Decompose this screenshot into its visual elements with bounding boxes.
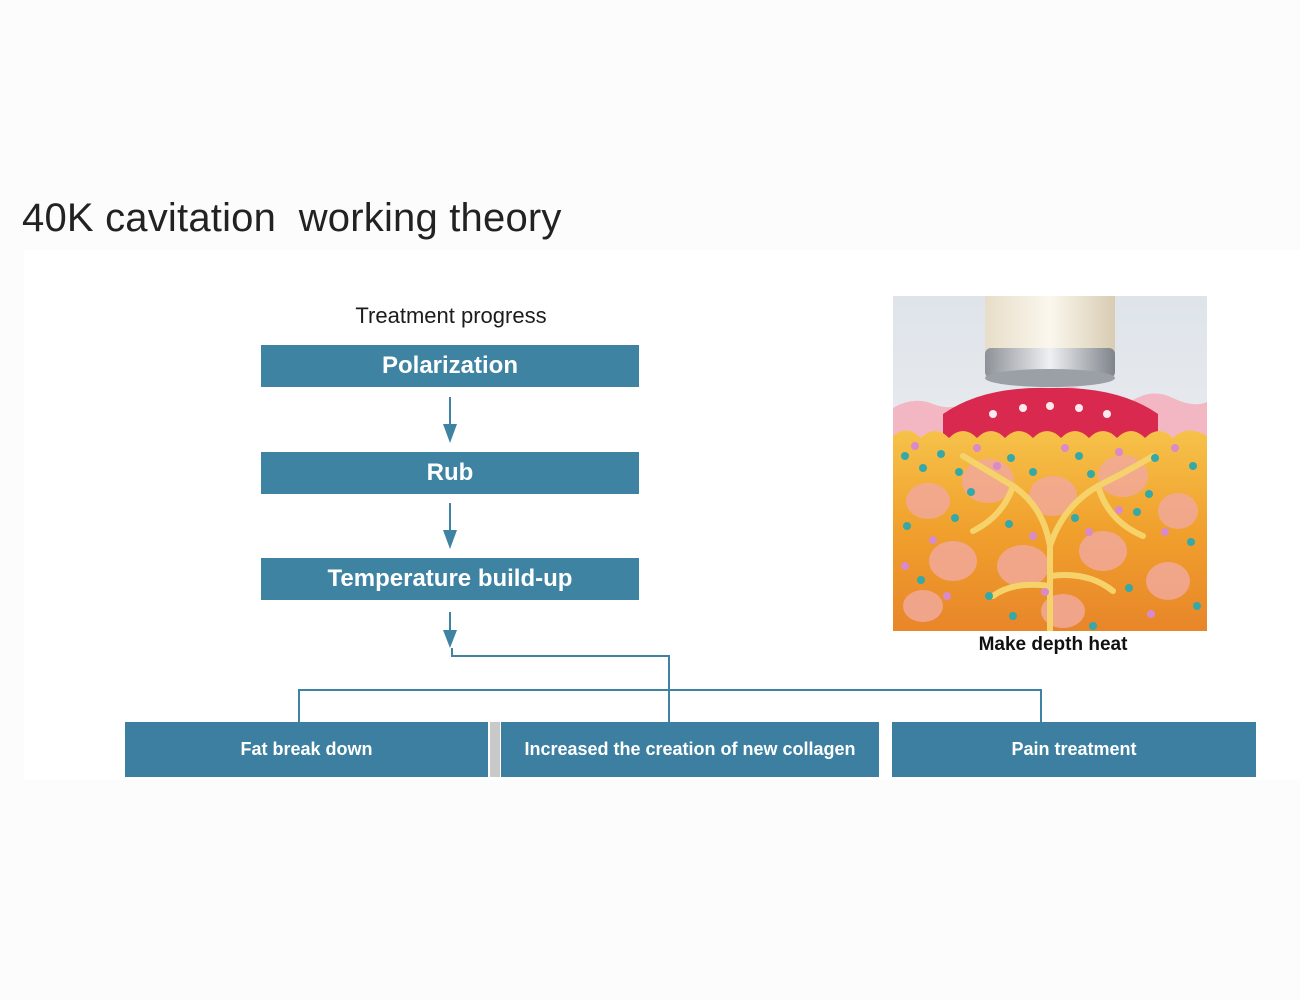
step-box-rub: Rub bbox=[261, 452, 639, 494]
step-label: Rub bbox=[426, 459, 474, 486]
arrow-polarization-to-rub bbox=[443, 397, 457, 443]
ultrasound-probe-icon bbox=[985, 296, 1115, 387]
outcome-box-fat-break-down: Fat break down bbox=[125, 722, 488, 777]
outcome-label: Fat break down bbox=[240, 739, 373, 759]
step-label: Polarization bbox=[381, 352, 519, 379]
cavitation-bubbles bbox=[901, 402, 1201, 630]
outcome-label: Increased the creation of new collagen bbox=[524, 739, 856, 759]
outcome-box-pain-treatment: Pain treatment bbox=[892, 722, 1256, 777]
skin-cross-section-illustration bbox=[893, 296, 1207, 631]
step-label: Temperature build-up bbox=[327, 565, 573, 592]
outcome-box-collagen: Increased the creation of new collagen bbox=[501, 722, 879, 777]
arrow-temperature-to-branch bbox=[443, 612, 457, 648]
outcome-label: Pain treatment bbox=[1011, 739, 1137, 759]
flowchart-heading: Treatment progress bbox=[355, 303, 547, 328]
outcome-separator bbox=[490, 722, 500, 777]
arrow-rub-to-temperature bbox=[443, 503, 457, 549]
branch-connector-line bbox=[451, 648, 670, 722]
step-box-temperature-build-up: Temperature build-up bbox=[261, 558, 639, 600]
page-title: 40K cavitation working theory bbox=[22, 196, 562, 240]
illustration-caption: Make depth heat bbox=[978, 634, 1128, 655]
outcome-bracket-line bbox=[298, 689, 1042, 722]
step-box-polarization: Polarization bbox=[261, 345, 639, 387]
